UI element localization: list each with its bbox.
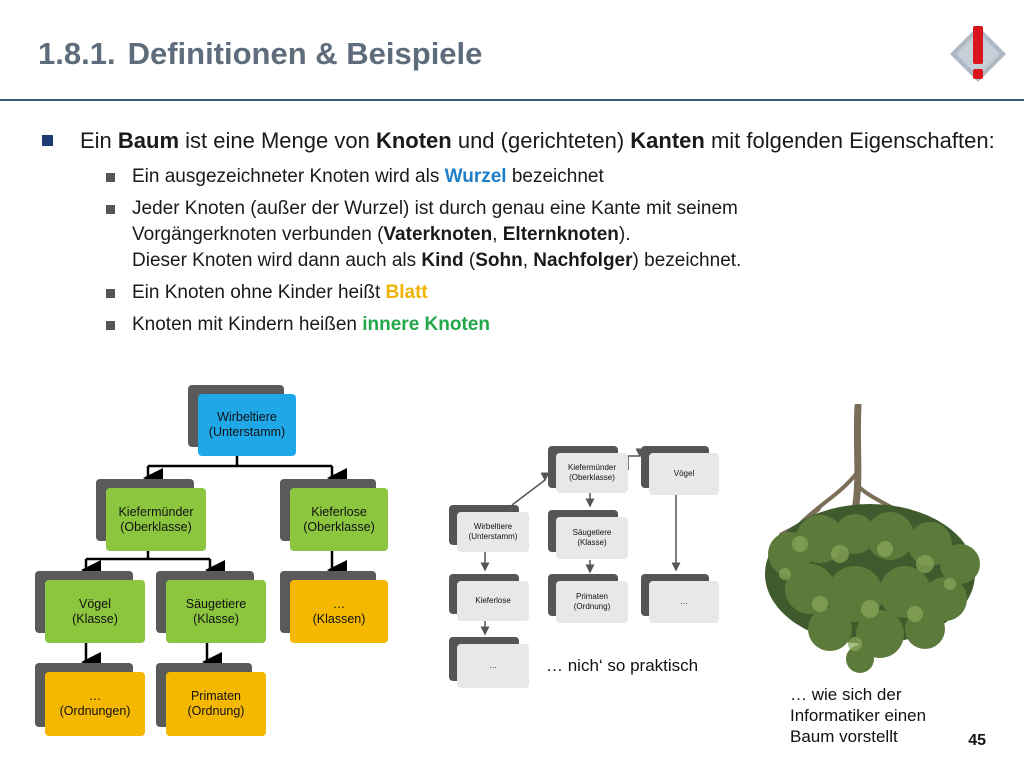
text: ( [463,250,476,271]
bullet-square-icon [106,205,115,214]
title-text: Definitionen & Beispiele [127,36,483,71]
node-label: … [332,596,346,611]
tree-image-caption: … wie sich der Informatiker einen Baum v… [790,684,926,747]
node-sublabel: (Oberklasse) [569,473,615,482]
text: und (gerichteten) [451,128,631,153]
text: ). [618,224,631,245]
node-sublabel: (Ordnung) [187,704,245,718]
node-sublabel: (Klasse) [577,538,607,547]
text: Jeder Knoten (außer der Wurzel) ist durc… [132,198,738,219]
slide-title: 1.8.1. Definitionen & Beispiele [38,36,482,72]
bullet-innere-knoten: Knoten mit Kindern heißen innere Knoten [40,312,1000,338]
node-sublabel: (Ordnungen) [59,704,131,718]
section-number: 1.8.1. [38,36,116,71]
bullet-wurzel: Ein ausgezeichneter Knoten wird als Wurz… [40,164,1000,190]
node-label: Wirbeltiere [473,522,513,531]
text: Ein Knoten ohne Kinder heißt [132,282,386,303]
node-sublabel: (Ordnung) [573,602,611,611]
tree1-node-saeugetiere: Säugetiere(Klasse) [166,580,266,643]
term-innere-knoten: innere Knoten [362,314,490,335]
term-kanten: Kanten [630,128,705,153]
text: ) bezeichnet. [632,250,742,271]
tree1-node-klassen: …(Klassen) [290,580,388,643]
text: Vorgängerknoten verbunden ( [132,224,384,245]
node-label: Vögel [79,596,111,611]
tree2-node-voegel: Vögel [649,453,719,495]
node-sublabel: (Unterstamm) [468,532,518,541]
text: bezeichnet [506,166,604,187]
term-kind: Kind [421,250,464,271]
tree2-node-dots-right: … [649,581,719,623]
node-sublabel: (Klasse) [193,611,239,626]
text: Dieser Knoten wird dann auch als [132,250,422,271]
node-sublabel: (Oberklasse) [120,519,192,534]
node-label: … [680,597,688,606]
node-label: Wirbeltiere [217,410,277,424]
node-sublabel: (Klasse) [72,611,118,626]
text: Ein [80,128,118,153]
tree2-node-primaten: Primaten(Ordnung) [556,581,628,623]
term-nachfolger: Nachfolger [533,250,633,271]
term-knoten: Knoten [375,128,452,153]
text: ist eine Menge von [179,128,376,153]
tree2-node-saeugetiere: Säugetiere(Klasse) [556,517,628,559]
tree2-node-dots-bottom: … [457,644,529,688]
text: , [492,224,503,245]
upside-down-tree-image [765,404,980,673]
title-rule [0,99,1024,101]
bullet-list: Ein Baum ist eine Menge von Knoten und (… [40,126,1000,338]
bullet-square-icon [106,289,115,298]
tree1-node-kiefermuender: Kiefermünder(Oberklasse) [106,488,206,551]
node-sublabel: (Oberklasse) [303,519,375,534]
term-sohn: Sohn [475,250,523,271]
node-label: Säugetiere [572,528,612,537]
text: mit folgenden Eigenschaften: [704,128,995,153]
caption-line: Baum vorstellt [790,727,898,746]
node-sublabel: (Klassen) [312,611,366,626]
tree2-node-kiefermuender: Kiefermünder(Oberklasse) [556,453,628,493]
node-label: Kieferlose [475,596,511,605]
node-label: Primaten [190,689,241,703]
tree1-node-primaten: Primaten(Ordnung) [166,672,266,736]
bullet-square-icon [106,321,115,330]
text: Ein ausgezeichneter Knoten wird als [132,166,445,187]
node-sublabel: (Unterstamm) [208,425,286,439]
text: , [522,250,534,271]
tree1-node-wirbeltiere: Wirbeltiere(Unterstamm) [198,394,296,456]
node-label: … [489,661,497,670]
term-blatt: Blatt [385,282,428,303]
page-number: 45 [968,732,986,749]
node-label: Vögel [673,469,695,478]
bullet-main: Ein Baum ist eine Menge von Knoten und (… [40,126,1000,155]
term-baum: Baum [117,128,180,153]
term-elternknoten: Elternknoten [502,224,619,245]
term-wurzel: Wurzel [444,166,507,187]
term-vaterknoten: Vaterknoten [383,224,493,245]
bullet-vaterknoten: Jeder Knoten (außer der Wurzel) ist durc… [40,196,1000,274]
bullet-blatt: Ein Knoten ohne Kinder heißt Blatt [40,280,1000,306]
tree1-node-voegel: Vögel(Klasse) [45,580,145,643]
caption-line: … wie sich der [790,685,902,704]
bullet-square-icon [42,135,53,146]
node-label: Kiefermünder [567,463,617,472]
tree2-caption: … nich‘ so praktisch [546,656,699,675]
node-label: Säugetiere [185,596,247,611]
node-label: Primaten [575,592,608,601]
tree2-node-wirbeltiere: Wirbeltiere(Unterstamm) [457,512,529,552]
node-label: Kiefermünder [118,504,194,519]
tree2-node-kieferlose: Kieferlose [457,581,529,621]
caption-line: Informatiker einen [790,706,927,725]
tree1-node-ordnungen: …(Ordnungen) [45,672,145,736]
node-label: Kieferlose [311,504,367,519]
warning-diamond-icon [950,26,1006,82]
text: Knoten mit Kindern heißen [132,314,363,335]
tree1-node-kieferlose: Kieferlose(Oberklasse) [290,488,388,551]
node-label: … [88,689,102,703]
bullet-square-icon [106,173,115,182]
